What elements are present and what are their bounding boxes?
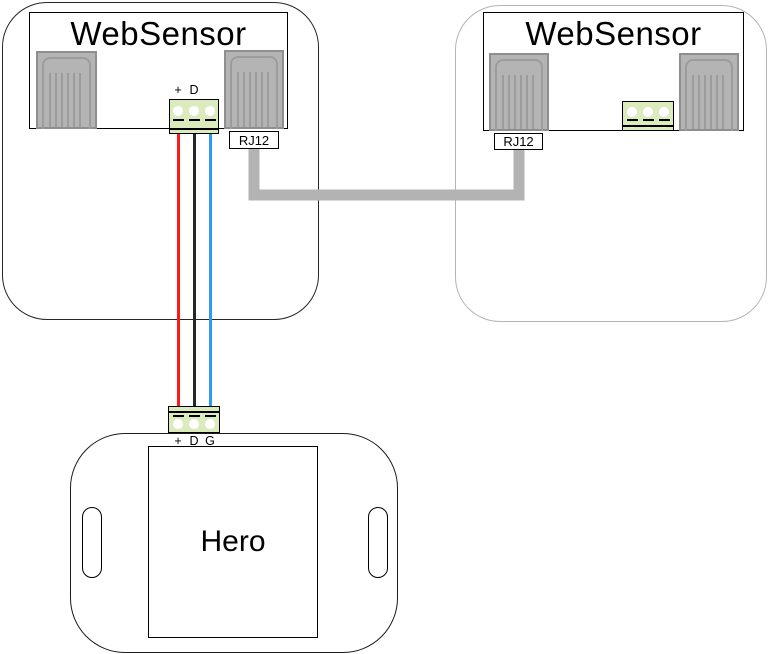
- websensor1-left-rj-jack-icon: [36, 51, 97, 129]
- hero-title: Hero: [200, 525, 266, 558]
- jack-pins: [49, 73, 84, 127]
- websensor1-terminal-base: [169, 129, 219, 134]
- jack-opening: [42, 57, 91, 129]
- terminal-screws: [173, 419, 215, 429]
- websensor1-right-rj-jack-icon: [224, 50, 284, 129]
- wire-positive-red: [176, 134, 180, 406]
- websensor2-terminal-block: [622, 101, 674, 126]
- websensor2-left-rj-jack-icon: [489, 53, 549, 131]
- terminal-slots: [172, 415, 216, 417]
- terminal-slots: [172, 119, 216, 121]
- websensor1-rj12-label: RJ12: [229, 131, 279, 149]
- terminal-screws: [173, 106, 215, 116]
- websensor2-terminal-base: [622, 126, 674, 131]
- wire-data-black: [192, 134, 196, 406]
- hero-right-mounting-slot: [368, 507, 388, 578]
- wire-ground-blue: [208, 134, 212, 406]
- websensor1-pin-data-label: D: [189, 83, 199, 97]
- terminal-slots: [626, 119, 670, 121]
- hero-pin-data-label: D: [189, 434, 199, 448]
- websensor1-title: WebSensor: [70, 15, 247, 52]
- hero-pin-ground-label: G: [205, 434, 215, 448]
- hero-terminal-base: [168, 406, 220, 412]
- hero-pin-plus-label: +: [174, 434, 182, 448]
- websensor1-terminal-block: [169, 99, 219, 129]
- jack-pins: [692, 75, 726, 129]
- websensor1-pin-plus-label: +: [174, 83, 182, 97]
- hero-board: Hero: [148, 446, 318, 638]
- websensor2-right-rj-jack-icon: [679, 53, 739, 131]
- websensor2-title: WebSensor: [525, 15, 702, 52]
- jack-opening: [495, 59, 543, 131]
- jack-pins: [237, 72, 271, 127]
- jack-opening: [230, 56, 278, 129]
- jack-pins: [502, 75, 536, 129]
- jack-opening: [685, 59, 733, 131]
- terminal-screws: [627, 107, 669, 117]
- hero-terminal-block: [168, 412, 220, 433]
- websensor2-rj12-label: RJ12: [494, 133, 543, 150]
- hero-left-mounting-slot: [82, 507, 102, 578]
